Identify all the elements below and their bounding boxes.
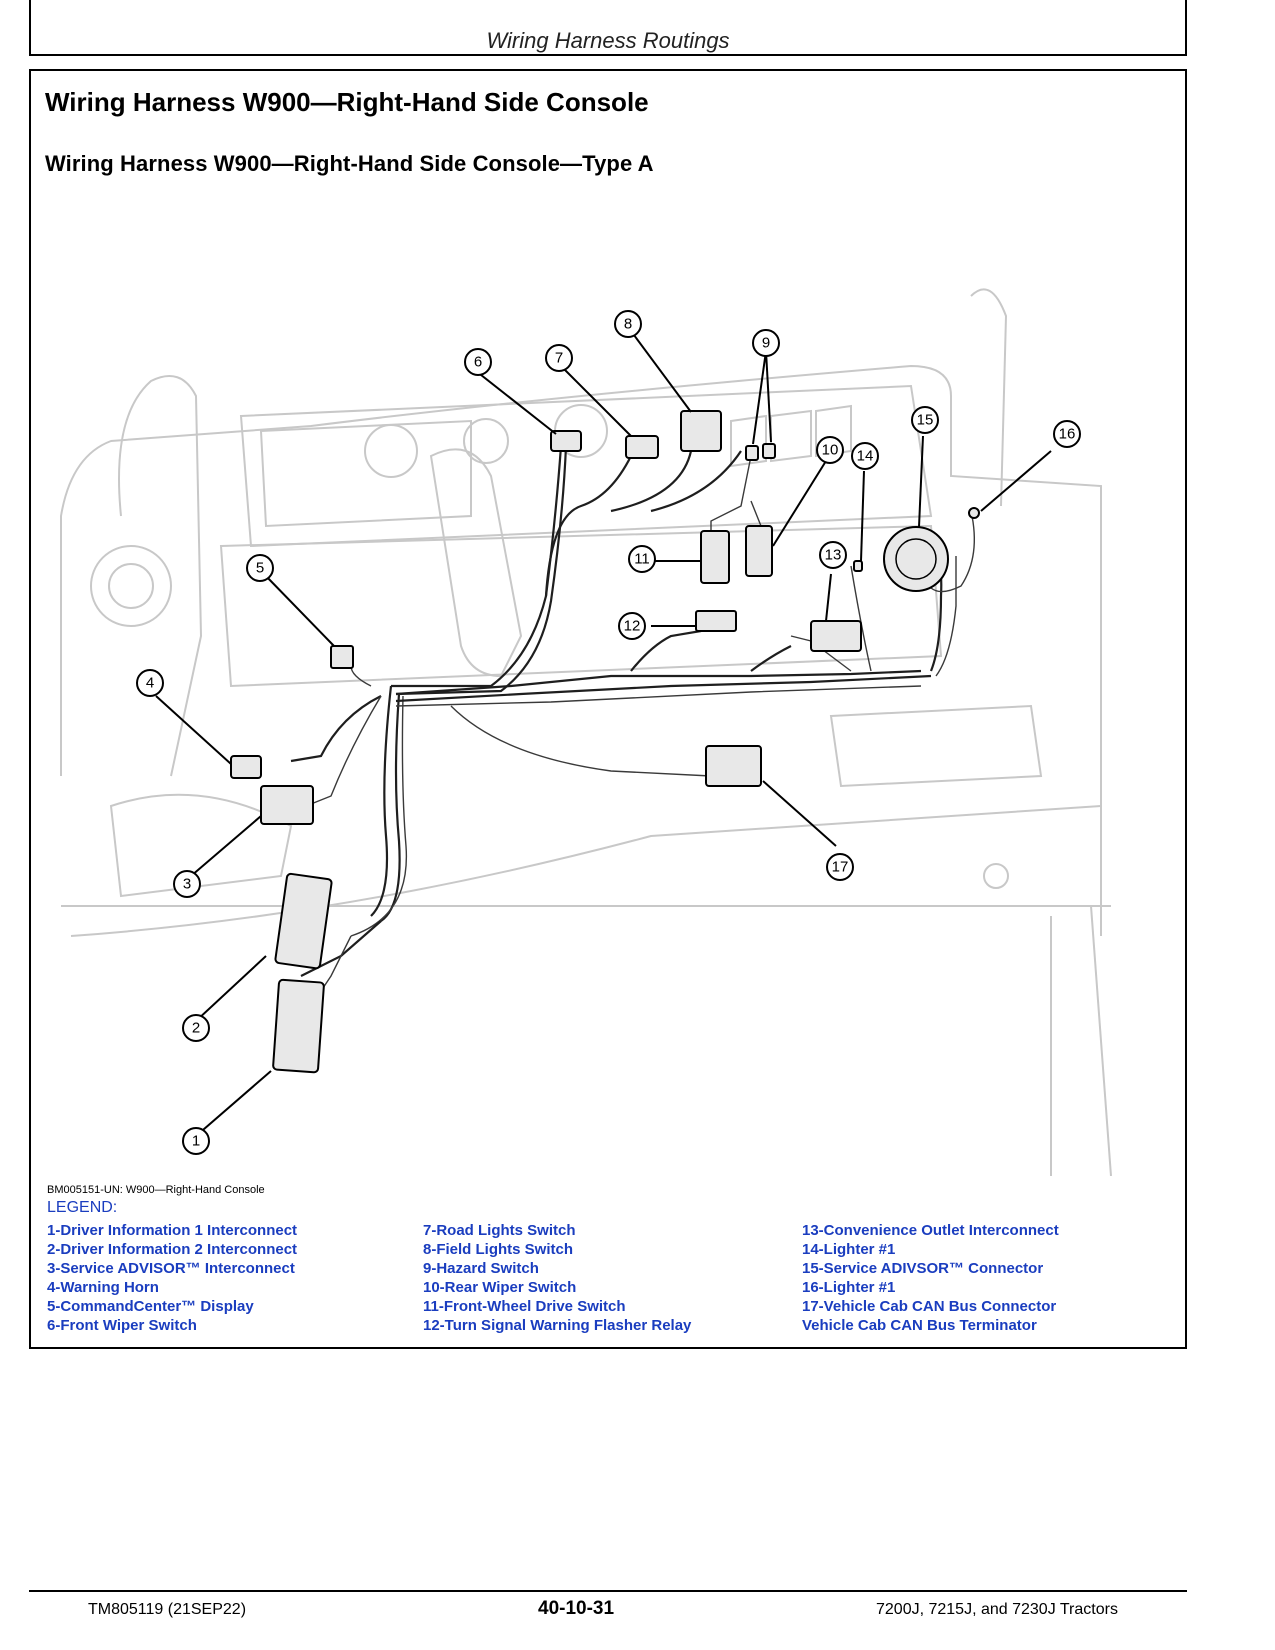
connector-9b: [762, 443, 776, 459]
svg-text:13: 13: [825, 547, 842, 564]
top-frame: [29, 0, 1187, 56]
svg-text:15: 15: [917, 412, 934, 429]
callout-16: 16: [1053, 420, 1081, 448]
legend-item: 4-Warning Horn: [47, 1279, 159, 1296]
callout-1: 1: [182, 1127, 210, 1155]
svg-text:12: 12: [624, 618, 641, 635]
connector-14: [853, 560, 863, 572]
connector-2: [274, 872, 333, 970]
connector-17: [705, 745, 762, 787]
harness-wires: [290, 445, 976, 1007]
footer-divider: [29, 1590, 1187, 1592]
connector-4: [230, 755, 262, 779]
legend-item: 13-Convenience Outlet Interconnect: [802, 1222, 1059, 1239]
legend-item: 15-Service ADIVSOR™ Connector: [802, 1260, 1044, 1277]
svg-text:2: 2: [192, 1020, 200, 1037]
connector-1: [272, 978, 325, 1074]
callout-15: 15: [911, 406, 939, 434]
legend-item: 12-Turn Signal Warning Flasher Relay: [423, 1317, 692, 1334]
svg-text:6: 6: [474, 354, 482, 371]
svg-text:8: 8: [624, 316, 632, 333]
legend-title: LEGEND:: [47, 1199, 118, 1216]
connectors: [230, 410, 980, 1074]
connector-6: [550, 430, 582, 452]
legend-item: 6-Front Wiper Switch: [47, 1317, 197, 1334]
callout-2: 2: [182, 1014, 210, 1042]
figure-caption: BM005151-UN: W900—Right-Hand Console: [47, 1184, 265, 1196]
svg-text:11: 11: [634, 551, 650, 568]
legend-item: 17-Vehicle Cab CAN Bus Connector: [802, 1298, 1057, 1315]
connector-7: [625, 435, 659, 459]
callout-3: 3: [173, 870, 201, 898]
legend-item: 11-Front-Wheel Drive Switch: [423, 1298, 626, 1315]
connector-11: [700, 530, 730, 584]
connector-5: [330, 645, 354, 669]
legend-column-2: 7-Road Lights Switch 8-Field Lights Swit…: [423, 1221, 691, 1335]
connector-12: [695, 610, 737, 632]
section-title: Wiring Harness Routings: [486, 28, 730, 53]
connector-16: [968, 507, 980, 519]
callout-5: 5: [246, 554, 274, 582]
callout-4: 4: [136, 669, 164, 697]
callout-8: 8: [614, 310, 642, 338]
svg-text:17: 17: [832, 859, 849, 876]
svg-text:9: 9: [762, 335, 770, 352]
legend-column-1: 1-Driver Information 1 Interconnect 2-Dr…: [47, 1221, 297, 1335]
legend-item: 7-Road Lights Switch: [423, 1222, 576, 1239]
panel-subtitle: Wiring Harness W900—Right-Hand Side Cons…: [45, 151, 654, 176]
console-background: [60, 288, 1112, 1176]
callout-6: 6: [464, 348, 492, 376]
connector-9a: [745, 445, 759, 461]
footer-product: 7200J, 7215J, and 7230J Tractors: [876, 1601, 1118, 1618]
legend-item: Vehicle Cab CAN Bus Terminator: [802, 1317, 1037, 1334]
legend-item: 2-Driver Information 2 Interconnect: [47, 1241, 298, 1258]
callout-14: 14: [851, 442, 879, 470]
callouts: 1 2 3 4 5 6 7 8 9 10 11 12 13 14 15 16 1…: [136, 310, 1081, 1155]
callout-17: 17: [826, 853, 854, 881]
callout-11: 11: [628, 545, 656, 573]
connector-13: [810, 620, 862, 652]
legend-item: 16-Lighter #1: [802, 1279, 896, 1296]
legend-item: 14-Lighter #1: [802, 1241, 896, 1258]
footer-page-number: 40-10-31: [538, 1598, 615, 1619]
connector-10: [745, 525, 773, 577]
wiring-harness-illustration: 1 2 3 4 5 6 7 8 9 10 11 12 13 14 15 16 1…: [60, 288, 1112, 1176]
callout-10: 10: [816, 436, 844, 464]
legend-column-3: 13-Convenience Outlet Interconnect 14-Li…: [802, 1221, 1059, 1335]
panel-title: Wiring Harness W900—Right-Hand Side Cons…: [45, 87, 649, 117]
callout-13: 13: [819, 541, 847, 569]
svg-text:14: 14: [857, 448, 874, 465]
svg-text:3: 3: [183, 876, 191, 893]
callout-7: 7: [545, 344, 573, 372]
legend-item: 9-Hazard Switch: [423, 1260, 539, 1277]
legend-item: 1-Driver Information 1 Interconnect: [47, 1222, 298, 1239]
callout-9: 9: [752, 329, 780, 357]
legend-item: 10-Rear Wiper Switch: [423, 1279, 577, 1296]
legend-item: 8-Field Lights Switch: [423, 1241, 574, 1258]
connector-8: [680, 410, 722, 452]
connector-15: [883, 526, 949, 592]
callout-12: 12: [618, 612, 646, 640]
legend-item: 5-CommandCenter™ Display: [47, 1298, 254, 1315]
legend-item: 3-Service ADVISOR™ Interconnect: [47, 1260, 295, 1277]
svg-text:5: 5: [256, 560, 264, 577]
svg-text:16: 16: [1059, 426, 1076, 443]
footer-document-id: TM805119 (21SEP22): [88, 1601, 247, 1618]
svg-text:1: 1: [192, 1133, 200, 1150]
svg-text:4: 4: [146, 675, 154, 692]
connector-3: [260, 785, 314, 825]
content-panel: Wiring Harness W900—Right-Hand Side Cons…: [29, 69, 1187, 1349]
svg-text:10: 10: [822, 442, 839, 459]
svg-text:7: 7: [555, 350, 563, 367]
leader-arrows: [155, 330, 1052, 1137]
